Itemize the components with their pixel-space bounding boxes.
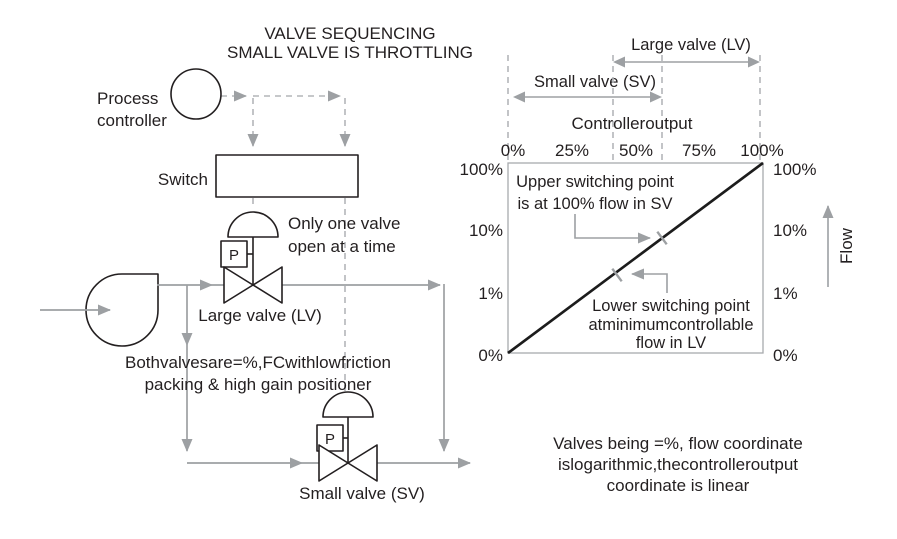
y-right-1: 1% <box>773 284 798 303</box>
y-tick-labels-left: 100% 10% 1% 0% <box>460 160 503 365</box>
y-right-100: 100% <box>773 160 816 179</box>
large-valve-assembly: P <box>220 211 283 304</box>
sv-positioner-box <box>316 424 344 452</box>
lv-positioner-letter: P <box>229 247 239 264</box>
flow-characteristic-line <box>507 161 764 355</box>
footnote-line3: coordinate is linear <box>607 476 750 495</box>
x-axis-title: Controlleroutput <box>572 114 693 133</box>
x-tick-25: 25% <box>555 141 589 160</box>
figure-title-line1: VALVE SEQUENCING <box>264 24 435 43</box>
lv-valve-body-left <box>223 266 254 304</box>
flow-axis-label: Flow <box>837 227 856 264</box>
small-valve-range-arrowhead-right <box>650 91 662 103</box>
figure-title-line2: SMALL VALVE IS THROTTLING <box>227 43 473 62</box>
lower-note-pointer-arrow <box>631 268 668 293</box>
sv-valve-body-left <box>318 444 349 482</box>
pump-symbol <box>85 273 159 347</box>
footnote-line1: Valves being =%, flow coordinate <box>553 434 803 453</box>
y-right-0: 0% <box>773 346 798 365</box>
upper-note-line1: Upper switching point <box>516 173 674 191</box>
y-left-100: 100% <box>460 160 503 179</box>
y-left-10: 10% <box>469 221 503 240</box>
process-controller-label-line2: controller <box>97 111 167 130</box>
large-valve-range-arrowhead-left <box>613 56 625 68</box>
only-one-valve-note-line2: open at a time <box>288 237 396 256</box>
upper-note-pointer-arrow <box>574 214 651 244</box>
sv-positioner-letter: P <box>325 431 335 448</box>
process-controller-circle <box>170 68 222 120</box>
large-valve-range-arrowhead-right <box>748 56 760 68</box>
switch-box <box>215 154 359 198</box>
valves-note-line1: Bothvalvesare=%,FCwithlowfriction <box>125 353 391 372</box>
x-tick-100: 100% <box>740 141 783 160</box>
lv-positioner-box <box>220 240 248 268</box>
small-valve-assembly: P <box>316 391 378 482</box>
y-left-1: 1% <box>478 284 503 303</box>
y-left-0: 0% <box>478 346 503 365</box>
small-valve-label: Small valve (SV) <box>299 484 425 503</box>
x-tick-labels: 0% 25% 50% 75% 100% <box>501 141 784 160</box>
x-tick-50: 50% <box>619 141 653 160</box>
range-label-large-valve: Large valve (LV) <box>631 36 751 54</box>
lower-switching-point-tick <box>611 267 623 283</box>
sv-valve-body-right <box>347 444 378 482</box>
process-controller-label-line1: Process <box>97 89 158 108</box>
range-label-small-valve: Small valve (SV) <box>534 73 656 91</box>
large-valve-label: Large valve (LV) <box>198 306 321 325</box>
x-tick-75: 75% <box>682 141 716 160</box>
upper-switching-point-tick <box>656 230 668 246</box>
upper-note-line2: is at 100% flow in SV <box>518 195 673 213</box>
lower-note-line1: Lower switching point <box>592 297 750 315</box>
lower-note-line2: atminimumcontrollable <box>588 316 753 334</box>
lv-actuator-dome <box>227 211 279 238</box>
only-one-valve-note-line1: Only one valve <box>288 214 400 233</box>
y-tick-labels-right: 100% 10% 1% 0% <box>773 160 816 365</box>
lv-valve-body-right <box>252 266 283 304</box>
lower-note-line3: flow in LV <box>636 334 706 352</box>
valves-note-line2: packing & high gain positioner <box>145 375 372 394</box>
y-right-10: 10% <box>773 221 807 240</box>
small-valve-range-arrowhead-left <box>513 91 525 103</box>
switch-label: Switch <box>158 170 208 189</box>
x-tick-0: 0% <box>501 141 526 160</box>
valve-range-arrows: Large valve (LV) Small valve (SV) <box>513 36 760 103</box>
control-signal-lines <box>221 90 351 393</box>
sv-actuator-dome <box>322 391 374 418</box>
footnote-line2: islogarithmic,thecontrolleroutput <box>558 455 798 474</box>
